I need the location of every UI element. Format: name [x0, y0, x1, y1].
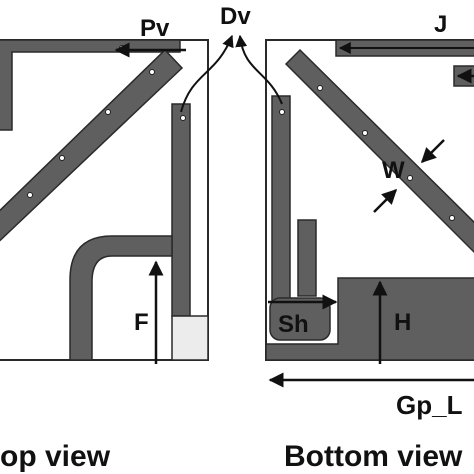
via-marker: [27, 192, 33, 198]
pv-label: Pv: [140, 15, 170, 42]
dv-leader-left: [180, 34, 234, 113]
via-marker: [105, 109, 111, 115]
top-diagonal-strip: [0, 48, 184, 242]
j-label: J: [434, 11, 447, 38]
sh-pad: [269, 297, 331, 341]
bottom-short-stub: [297, 219, 317, 297]
f-label: F: [134, 309, 149, 336]
ground-plane: [265, 277, 474, 361]
dv-label: Dv: [220, 3, 251, 30]
top-feed-line: [171, 103, 191, 317]
bottom-vias: [317, 85, 455, 221]
bottom-view-panel: J W Sh H Gp_L Bo: [265, 11, 474, 473]
bottom-vertical-strip: [271, 95, 291, 329]
top-view-caption: op view: [0, 440, 111, 473]
bottom-diagonal-strip: [284, 48, 474, 254]
w-arrow-lower: [373, 188, 398, 213]
h-label: H: [394, 309, 411, 336]
w-arrow-upper: [420, 139, 445, 164]
bottom-view-caption: Bottom view: [284, 440, 463, 473]
via-marker: [59, 155, 65, 161]
via-marker: [317, 85, 323, 91]
top-view-panel: F Pv op view: [0, 15, 209, 473]
top-curved-feed: [69, 235, 173, 361]
top-lower-ledge: [171, 315, 209, 361]
via-marker: [149, 69, 155, 75]
via-marker: [180, 115, 186, 121]
via-marker: [279, 109, 285, 115]
via-marker: [407, 175, 413, 181]
via-marker: [362, 130, 368, 136]
dv-annotation: Dv: [180, 3, 283, 113]
sh-label: Sh: [278, 311, 309, 338]
gp-l-label: Gp_L: [396, 390, 463, 420]
w-label: W: [382, 157, 405, 184]
via-marker: [449, 215, 455, 221]
dv-leader-right: [235, 34, 283, 105]
